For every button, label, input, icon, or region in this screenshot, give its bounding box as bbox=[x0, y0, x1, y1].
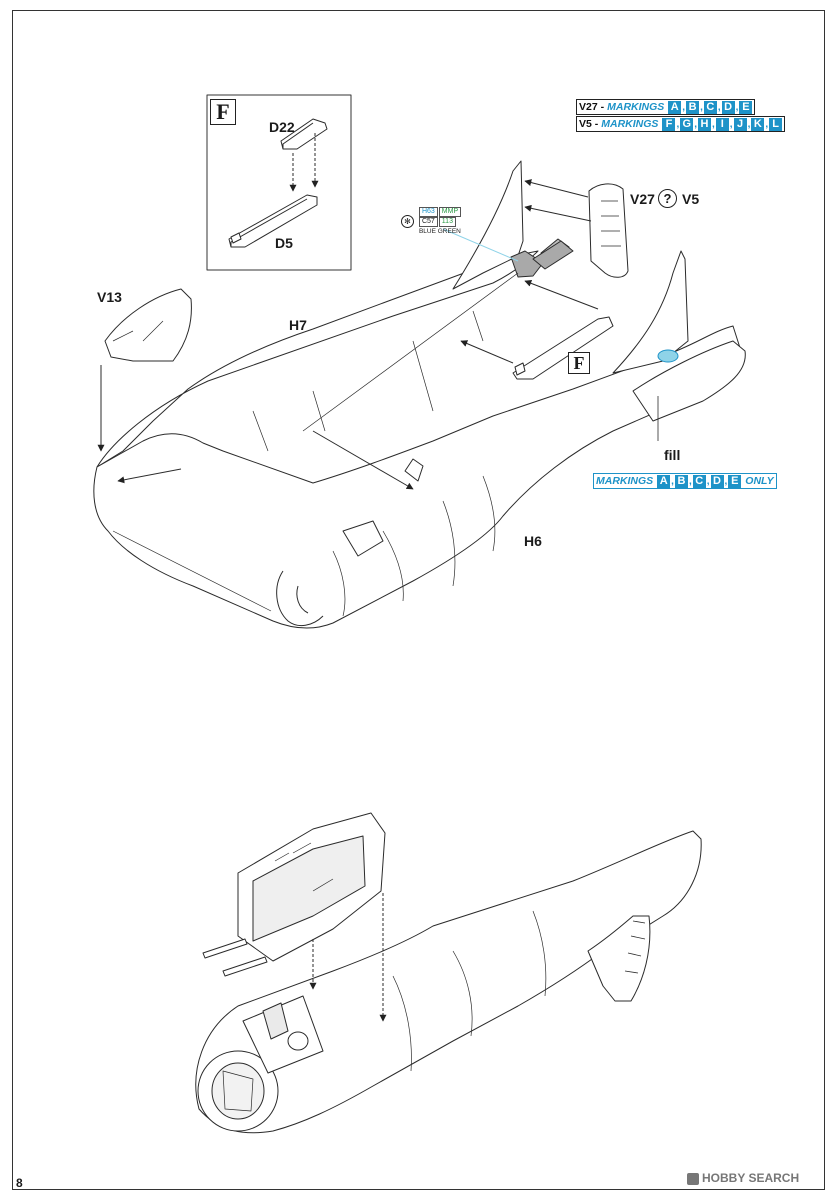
arrow bbox=[524, 204, 592, 222]
marking-chip-d: D bbox=[721, 100, 735, 114]
paint-code-1: H63 bbox=[418, 207, 438, 217]
bucket-icon: ✻ bbox=[401, 215, 414, 228]
paint-brand-1: MMP bbox=[438, 207, 462, 217]
marking-separator: , bbox=[671, 475, 674, 487]
assembly-diagram bbox=[93, 94, 746, 1134]
page-number: 8 bbox=[16, 1176, 23, 1190]
part-rudder bbox=[588, 183, 629, 278]
marking-chip-e: E bbox=[728, 474, 742, 488]
marking-chip-b: B bbox=[686, 100, 700, 114]
markings-v27-prefix: V27 - bbox=[579, 101, 605, 113]
marking-chip-f: F bbox=[662, 117, 676, 131]
hobby-search-logo-icon bbox=[687, 1172, 699, 1185]
marking-chip-a: A bbox=[657, 474, 671, 488]
marking-separator: , bbox=[706, 475, 710, 487]
part-f-assembly bbox=[512, 316, 614, 380]
grey-part bbox=[510, 250, 544, 278]
label-h6: H6 bbox=[524, 533, 542, 549]
gun-barrel bbox=[202, 938, 248, 959]
fill-area bbox=[657, 349, 679, 363]
label-v5: V5 bbox=[682, 191, 700, 207]
marking-chip-h: H bbox=[698, 117, 711, 131]
label-h7: H7 bbox=[289, 317, 307, 333]
marking-chip-i: I bbox=[715, 117, 729, 131]
arrow bbox=[117, 468, 182, 484]
marking-chip-d: D bbox=[710, 474, 724, 488]
marking-separator: , bbox=[700, 101, 703, 113]
assembled-fuselage bbox=[195, 830, 702, 1134]
marking-separator: , bbox=[735, 101, 739, 113]
markings-word: MARKINGS bbox=[601, 118, 659, 130]
tail-cone bbox=[632, 340, 746, 422]
marking-chip-c: C bbox=[703, 100, 717, 114]
part-d5 bbox=[228, 194, 318, 248]
marking-chip-k: K bbox=[751, 117, 765, 131]
markings-only: ONLY bbox=[745, 475, 774, 487]
marking-chip-c: C bbox=[692, 474, 706, 488]
markings-word: MARKINGS bbox=[596, 475, 654, 487]
marking-separator: , bbox=[717, 101, 721, 113]
label-v27: V27 bbox=[630, 191, 655, 207]
marking-separator: , bbox=[765, 118, 769, 130]
marking-separator: , bbox=[712, 118, 715, 130]
question-circle-icon: ? bbox=[658, 189, 677, 208]
markings-fill: MARKINGS A,B,C,D,E ONLY bbox=[593, 473, 777, 489]
gun-barrel bbox=[222, 956, 268, 977]
marking-separator: , bbox=[724, 475, 728, 487]
marking-separator: , bbox=[676, 118, 680, 130]
paint-name: BLUE GREEN bbox=[418, 228, 461, 235]
marking-separator: , bbox=[694, 118, 697, 130]
arrow bbox=[312, 430, 414, 490]
arrow bbox=[524, 179, 589, 198]
markings-v27: V27 - MARKINGS A,B,C,D,E bbox=[576, 99, 756, 115]
fin-right bbox=[612, 250, 689, 374]
markings-v5: V5 - MARKINGS F,G,H,I,J,K,L bbox=[576, 116, 786, 132]
marking-chip-b: B bbox=[674, 474, 688, 488]
marking-chip-a: A bbox=[668, 100, 682, 114]
marking-separator: , bbox=[729, 118, 733, 130]
paint-code-2: C57 bbox=[418, 217, 438, 227]
arrow bbox=[302, 272, 519, 432]
label-d5: D5 bbox=[275, 235, 293, 251]
arrow bbox=[112, 530, 272, 612]
marking-separator: , bbox=[688, 475, 692, 487]
arrow bbox=[460, 340, 514, 364]
markings-v5-prefix: V5 - bbox=[579, 118, 599, 130]
paint-arrow-bulk bbox=[532, 240, 574, 270]
marking-chip-l: L bbox=[769, 117, 783, 131]
subassembly-frame bbox=[206, 94, 352, 271]
label-fill: fill bbox=[664, 447, 681, 463]
instruction-sheet: F F D22 D5 V13 H7 H6 V27 ? V5 fill ✻ H63… bbox=[12, 10, 825, 1190]
label-d22: D22 bbox=[269, 119, 295, 135]
marking-chip-e: E bbox=[739, 100, 753, 114]
tail-fin-lower bbox=[587, 915, 651, 1002]
step-box-f-inline: F bbox=[568, 352, 590, 374]
label-v13: V13 bbox=[97, 289, 122, 305]
markings-word: MARKINGS bbox=[607, 101, 665, 113]
nose-ring bbox=[276, 570, 324, 627]
marking-separator: , bbox=[747, 118, 751, 130]
fin-left bbox=[452, 160, 524, 290]
arrow bbox=[524, 279, 599, 310]
marking-chip-j: J bbox=[733, 117, 747, 131]
watermark: HOBBY SEARCH bbox=[687, 1171, 799, 1185]
step-box-f: F bbox=[210, 99, 236, 125]
part-v13 bbox=[104, 288, 192, 362]
marking-chip-g: G bbox=[680, 117, 694, 131]
paint-brand-2: 113 bbox=[438, 217, 456, 227]
marking-separator: , bbox=[682, 101, 686, 113]
paint-leader bbox=[442, 228, 519, 262]
